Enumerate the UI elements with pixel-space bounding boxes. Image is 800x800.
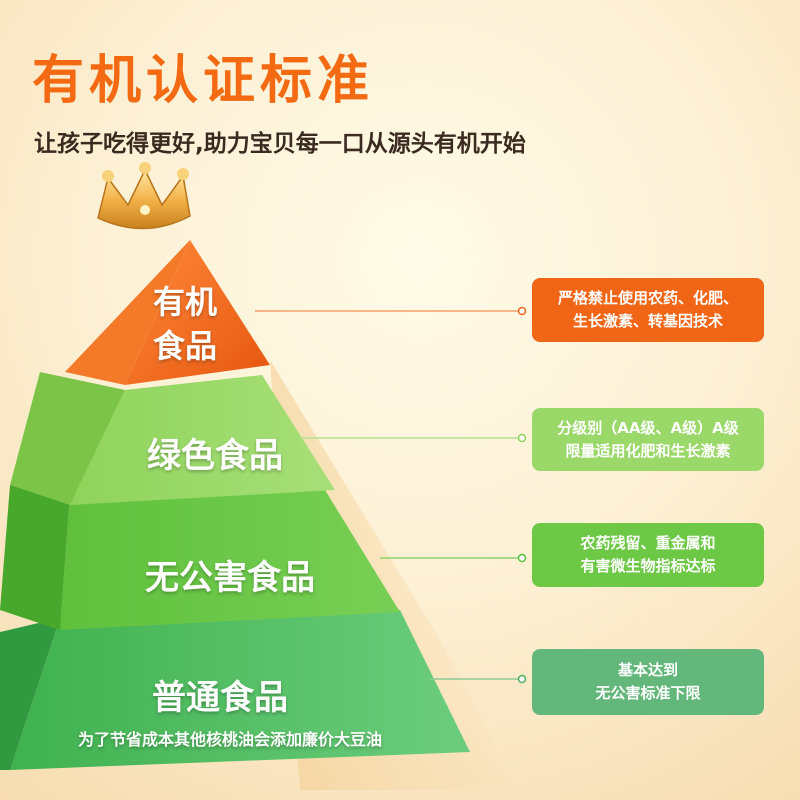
tier-organic-side <box>65 240 190 385</box>
desc-organic-line2: 生长激素、转基因技术 <box>572 312 723 330</box>
tier-organic-line1: 有机 <box>152 283 217 321</box>
desc-nopollution-line1: 农药残留、重金属和 <box>580 534 716 552</box>
desc-box-nopollution: 农药残留、重金属和 有害微生物指标达标 <box>532 523 764 587</box>
connector-dot-nopollution <box>517 553 527 563</box>
tier-organic-label: 有机 食品 <box>110 280 260 368</box>
desc-organic-line1: 严格禁止使用农药、化肥、 <box>557 289 738 307</box>
tier-normal-shape <box>10 610 470 770</box>
tier-nopollution-label: 无公害食品 <box>145 558 315 598</box>
connector-dot-organic <box>517 306 527 316</box>
desc-green-line2: 限量适用化肥和生长激素 <box>565 441 731 460</box>
crown-icon <box>97 162 191 230</box>
tier-green-side <box>10 372 125 505</box>
tier-organic-line2: 食品 <box>152 327 217 365</box>
tier-nopollution-side <box>0 485 70 630</box>
tier-normal-label: 普通食品 <box>152 678 288 718</box>
tier-green-shape <box>70 375 335 505</box>
page-subtitle: 让孩子吃得更好,助力宝贝每一口从源头有机开始 <box>34 131 526 157</box>
tier-organic-shape <box>125 240 270 385</box>
tier-nopollution-shape <box>60 490 400 630</box>
tier-normal-note: 为了节省成本其他核桃油会添加廉价大豆油 <box>77 730 382 749</box>
connector-dot-green <box>517 433 527 443</box>
desc-normal-line1: 基本达到 <box>617 661 678 679</box>
tier-normal-side <box>0 618 60 770</box>
desc-box-normal: 基本达到 无公害标准下限 <box>532 649 764 715</box>
desc-box-green: 分级别（AA级、A级）A级 限量适用化肥和生长激素 <box>532 408 764 471</box>
connector-dot-normal <box>517 674 527 684</box>
page-title: 有机认证标准 <box>32 51 375 111</box>
desc-normal-line2: 无公害标准下限 <box>595 684 701 702</box>
desc-nopollution-line2: 有害微生物指标达标 <box>580 557 716 575</box>
tier-green-label: 绿色食品 <box>147 436 283 476</box>
desc-green-line1: 分级别（AA级、A级）A级 <box>557 418 739 437</box>
desc-box-organic: 严格禁止使用农药、化肥、 生长激素、转基因技术 <box>532 278 764 342</box>
